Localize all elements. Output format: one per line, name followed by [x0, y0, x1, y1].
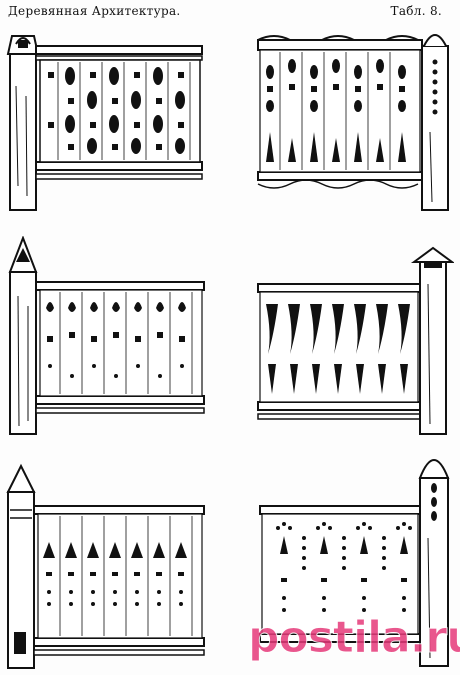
railing-drawing-3: [8, 236, 205, 435]
railing-panel-6: [256, 448, 454, 670]
railing-drawing-5: [6, 463, 205, 669]
railing-panel-2: [254, 22, 454, 214]
watermark-logo: postila.ru: [248, 612, 460, 664]
railing-drawing-2: [257, 34, 449, 211]
railing-drawing-6: [259, 459, 450, 667]
railing-panel-3: [6, 236, 208, 438]
plate-table-label: Табл. 8.: [390, 4, 442, 18]
railing-drawing-4: [257, 246, 454, 435]
railing-panel-5: [4, 462, 208, 672]
plate-title: Деревянная Архитектура.: [8, 4, 181, 18]
railing-panel-1: [6, 26, 206, 214]
railing-panel-4: [254, 244, 454, 438]
railing-drawing-1: [6, 35, 203, 211]
